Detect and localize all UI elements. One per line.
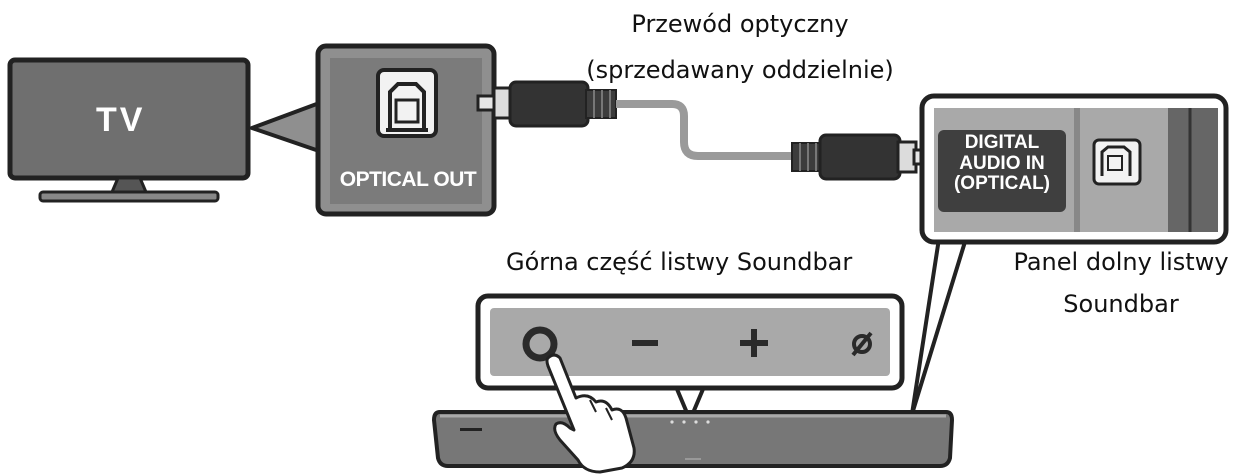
soundbar-bottom-panel-callout <box>910 93 1229 416</box>
volume-down-icon <box>632 340 658 346</box>
panel-right-section <box>1168 108 1218 232</box>
digital-audio-in-label: DIGITAL AUDIO IN (OPTICAL) <box>940 132 1064 195</box>
soundbar-bottom-label-line1: Panel dolny listwy <box>1013 248 1229 276</box>
digital-audio-label-bg <box>938 130 1066 212</box>
power-button-icon <box>522 326 558 362</box>
soundbar-bottom-label-line2: Soundbar <box>1063 290 1179 318</box>
optical-out-port-icon <box>376 68 438 138</box>
digital-audio-line2: AUDIO IN <box>959 152 1045 174</box>
soundbar <box>431 410 955 468</box>
tv-stand <box>109 176 149 194</box>
optical-cable-plug-left <box>476 80 617 128</box>
soundbar-body <box>431 410 955 468</box>
tv <box>7 57 251 203</box>
soundbar-top-label: Górna część listwy Soundbar <box>506 248 853 276</box>
hand-icon <box>545 353 636 474</box>
input-source-icon <box>851 331 873 357</box>
bottom-callout-pointer <box>910 231 970 416</box>
tv-callout-pointer <box>250 100 323 154</box>
panel-divider <box>1074 108 1080 232</box>
cable-title: Przewód optyczny <box>631 10 849 38</box>
optical-cable <box>616 100 794 160</box>
top-panel-inner <box>490 308 890 376</box>
optical-in-port-icon <box>1092 138 1142 186</box>
cable-subtitle: (sprzedawany oddzielnie) <box>586 56 894 84</box>
volume-up-icon <box>740 329 768 357</box>
tv-stand-base <box>38 190 220 203</box>
soundbar-top-callout <box>475 293 905 422</box>
digital-audio-line1: DIGITAL <box>964 132 1040 153</box>
optical-cable-plug-right <box>791 133 936 181</box>
tv-port-callout <box>250 43 497 217</box>
digital-audio-line3: (OPTICAL) <box>953 173 1051 195</box>
tv-label: TV <box>96 101 146 139</box>
optical-out-label: OPTICAL OUT <box>339 168 477 191</box>
